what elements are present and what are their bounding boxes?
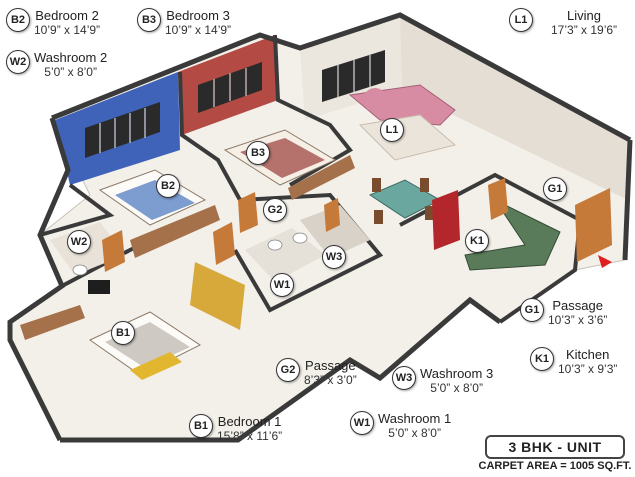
room-badge-w2: W2 xyxy=(67,230,91,254)
legend-dims-l1: 17’3” x 19’6” xyxy=(551,23,618,37)
legend-name-l1: Living xyxy=(567,8,601,23)
bedroom-1-tv xyxy=(88,280,110,294)
partition-washrooms xyxy=(233,192,384,313)
kitchen-fridge xyxy=(432,190,460,250)
unit-type-label: 3 BHK - UNIT xyxy=(485,435,625,459)
bedroom-2-wardrobe xyxy=(130,205,220,258)
passage-door xyxy=(238,192,258,233)
bedroom-2-door xyxy=(102,230,125,272)
room-badge-l1: L1 xyxy=(380,118,404,142)
legend-name-b1: Bedroom 1 xyxy=(217,414,282,429)
legend-dims-g2: 8’3” x 3’0” xyxy=(304,373,357,387)
room-badge-w1: W1 xyxy=(270,273,294,297)
legend-name-g1: Passage xyxy=(552,298,603,313)
bedroom-1-door xyxy=(213,222,235,265)
dining-chair xyxy=(425,206,434,220)
room-badge-b3: B3 xyxy=(246,141,270,165)
legend-badge-w2: W2 xyxy=(6,50,30,74)
room-badge-b2: B2 xyxy=(156,174,180,198)
bedroom-3-wardrobe xyxy=(288,155,355,200)
dining-chair xyxy=(374,210,383,224)
legend-dims-w3: 5’0” x 8’0” xyxy=(430,381,483,395)
room-badge-w3: W3 xyxy=(322,245,346,269)
outer-wall-bottom-edge xyxy=(60,296,502,443)
partition-b2-w2 xyxy=(39,183,115,237)
legend-name-k1: Kitchen xyxy=(566,347,610,362)
dining-chair xyxy=(372,178,381,192)
legend-dims-g1: 10’3” x 3’6” xyxy=(548,313,608,327)
legend-dims-w2: 5’0” x 8’0” xyxy=(44,65,97,79)
legend-name-w3: Washroom 3 xyxy=(420,366,494,381)
legend-name-g2: Passage xyxy=(305,358,356,373)
entry-door xyxy=(575,188,612,262)
washroom-3-floor xyxy=(300,205,370,258)
legend-badge-l1: L1 xyxy=(509,8,533,32)
living-sofa-armchair xyxy=(363,88,387,112)
outer-wall-right-edge xyxy=(622,139,633,261)
legend-badge-g2: G2 xyxy=(276,358,300,382)
washroom-1-toilet xyxy=(267,239,283,251)
bedroom-1-study-desk xyxy=(20,305,85,340)
room-badge-b1: B1 xyxy=(111,321,135,345)
carpet-area-label: CARPET AREA = 1005 SQ.FT. xyxy=(478,460,632,472)
kitchen-door xyxy=(488,178,508,220)
legend-dims-b1: 15’8” x 11’6” xyxy=(217,429,283,443)
legend-name-w2: Washroom 2 xyxy=(34,50,108,65)
living-right-wall xyxy=(400,15,630,200)
washroom-2-toilet xyxy=(72,264,88,276)
bedroom-1-pillow xyxy=(130,352,182,380)
legend-dims-k1: 10’3” x 9’3” xyxy=(558,362,618,376)
legend-badge-w3: W3 xyxy=(392,366,416,390)
legend-name-b3: Bedroom 3 xyxy=(166,8,230,23)
legend-badge-g1: G1 xyxy=(520,298,544,322)
legend-name-w1: Washroom 1 xyxy=(378,411,452,426)
legend-badge-k1: K1 xyxy=(530,347,554,371)
legend-badge-b2: B2 xyxy=(6,8,30,32)
legend-badge-b3: B3 xyxy=(137,8,161,32)
room-badge-k1: K1 xyxy=(465,229,489,253)
bedroom-2-bed-cover xyxy=(115,180,195,220)
room-badge-g1: G1 xyxy=(543,177,567,201)
legend-dims-w1: 5’0” x 8’0” xyxy=(388,426,441,440)
legend-badge-b1: B1 xyxy=(189,414,213,438)
outer-wall-top-edge xyxy=(51,12,632,143)
washroom-3-door xyxy=(324,198,340,232)
bedroom-2-window xyxy=(85,102,160,158)
partition-b2-b3 xyxy=(178,71,242,201)
legend-dims-b3: 10’9” x 14’9” xyxy=(165,23,232,37)
entry-arrow xyxy=(598,255,612,268)
washroom-3-toilet xyxy=(292,232,308,244)
legend-badge-w1: W1 xyxy=(350,411,374,435)
legend-dims-b2: 10’9” x 14’9” xyxy=(34,23,101,37)
legend-name-b2: Bedroom 2 xyxy=(35,8,99,23)
kitchen-counter xyxy=(464,198,561,271)
room-badge-g2: G2 xyxy=(263,198,287,222)
bedroom-1-wardrobe xyxy=(190,262,245,330)
dining-chair xyxy=(420,178,429,192)
